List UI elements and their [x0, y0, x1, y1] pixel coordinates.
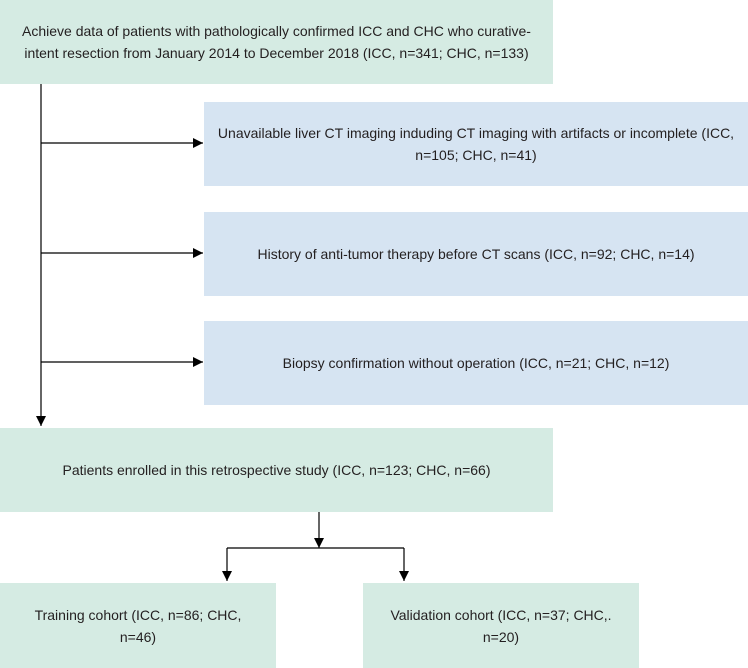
exclusion-text-2: History of anti-tumor therapy before CT … — [257, 246, 695, 262]
exclusion-text-1: Unavailable liver CT imaging induding CT… — [217, 125, 735, 163]
validation-cohort-box: Validation cohort (ICC, n=37; CHC,. n=20… — [363, 583, 639, 668]
validation-cohort-text: Validation cohort (ICC, n=37; CHC,. n=20… — [390, 606, 612, 645]
initial-cohort-box: Achieve data of patients with pathologic… — [0, 0, 553, 84]
exclusion-box-3: Biopsy confirmation without operation (I… — [204, 321, 748, 405]
enrolled-box: Patients enrolled in this retrospective … — [0, 428, 553, 512]
exclusion-text-3: Biopsy confirmation without operation (I… — [282, 355, 670, 371]
initial-cohort-text: Achieve data of patients with pathologic… — [22, 23, 531, 61]
training-cohort-text: Training cohort (ICC, n=86; CHC, n=46) — [34, 606, 242, 645]
enrolled-text: Patients enrolled in this retrospective … — [62, 462, 491, 478]
exclusion-box-2: History of anti-tumor therapy before CT … — [204, 212, 748, 296]
exclusion-box-1: Unavailable liver CT imaging induding CT… — [204, 102, 748, 186]
training-cohort-box: Training cohort (ICC, n=86; CHC, n=46) — [0, 583, 276, 668]
